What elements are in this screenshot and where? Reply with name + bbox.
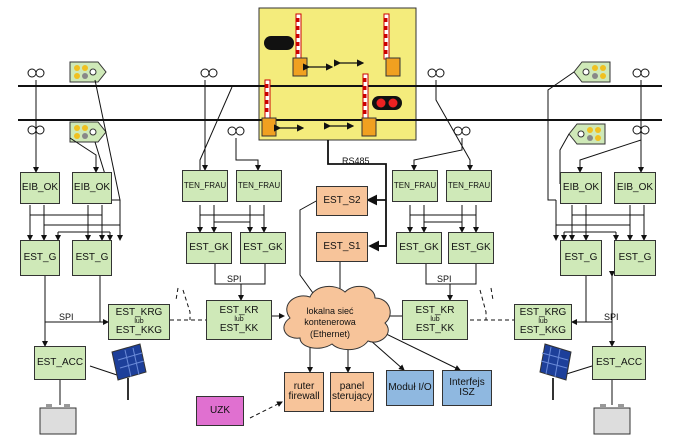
est-g-box: EST_G: [614, 240, 656, 276]
io-module-box: Moduł I/O: [386, 370, 434, 406]
lub-label: lub: [134, 318, 144, 326]
est-gk-box: EST_GK: [396, 232, 442, 264]
est-g-box: EST_G: [72, 240, 112, 276]
control-panel-box: panel sterujący: [330, 372, 374, 412]
battery-left: [39, 404, 77, 435]
est-kr-kk-box: EST_KR lub EST_KK: [206, 300, 272, 340]
est-kkg-label: EST_KKG: [115, 324, 163, 336]
ten-frau-box: TEN_FRAU: [446, 170, 492, 202]
eib-ok-box: EIB_OK: [614, 172, 656, 204]
est-krg-kkg-box: EST_KRG lub EST_KKG: [108, 304, 170, 340]
ethernet-cloud: [283, 285, 391, 351]
est-krg-kkg-box: EST_KRG lub EST_KKG: [514, 304, 572, 340]
est-g-box: EST_G: [20, 240, 60, 276]
sign-black: [264, 36, 294, 50]
dashed-links: [170, 287, 514, 419]
est-gk-box: EST_GK: [448, 232, 494, 264]
cloud-links: [267, 194, 461, 373]
est-s2-box: EST_S2: [316, 186, 368, 216]
solar-panel-left: [111, 343, 147, 400]
eib-ok-box: EIB_OK: [560, 172, 602, 204]
signal-top-right: [573, 61, 611, 83]
est-kr-kk-box: EST_KR lub EST_KK: [402, 300, 468, 340]
barrier-top-right: [383, 13, 401, 77]
est-g-box: EST_G: [560, 240, 602, 276]
est-krg-label: EST_KRG: [115, 306, 163, 318]
spi-label-left: SPI: [59, 312, 74, 322]
battery-right: [593, 404, 631, 435]
est-kk-label: EST_KK: [219, 322, 259, 334]
uzk-box: UZK: [196, 396, 244, 426]
signal-top-left: [69, 61, 107, 83]
est-kr-label: EST_KR: [219, 304, 259, 316]
barrier-top-left: [292, 13, 308, 77]
spi-label-right: SPI: [604, 312, 619, 322]
est-gk-box: EST_GK: [186, 232, 232, 264]
est-gk-box: EST_GK: [240, 232, 286, 264]
ten-frau-box: TEN_FRAU: [182, 170, 228, 202]
spi-label-center-left: SPI: [227, 274, 242, 284]
rs485-label: RS485: [342, 156, 370, 166]
signal-bottom-right: [568, 123, 606, 145]
sensor-symbols: [27, 68, 650, 136]
est-acc-box: EST_ACC: [34, 346, 86, 380]
eib-ok-box: EIB_OK: [20, 172, 60, 204]
eib-ok-box: EIB_OK: [72, 172, 112, 204]
est-s1-box: EST_S1: [316, 232, 368, 262]
lub-label: lub: [234, 316, 244, 324]
signal-bottom-left: [69, 121, 107, 143]
spi-label-center-right: SPI: [437, 274, 452, 284]
ten-frau-box: TEN_FRAU: [392, 170, 438, 202]
bus-lines: [27, 200, 647, 405]
isz-interface-box: Interfejs ISZ: [442, 370, 492, 406]
est-acc-box: EST_ACC: [592, 346, 646, 380]
solar-panel-right: [539, 343, 572, 400]
barrier-bottom-right: [361, 73, 377, 137]
router-firewall-box: ruter firewall: [284, 372, 324, 412]
ethernet-cloud-label: lokalna sieć kontenerowa (Ethernet): [304, 306, 356, 339]
barrier-bottom-left: [261, 79, 277, 137]
ten-frau-box: TEN_FRAU: [236, 170, 282, 202]
